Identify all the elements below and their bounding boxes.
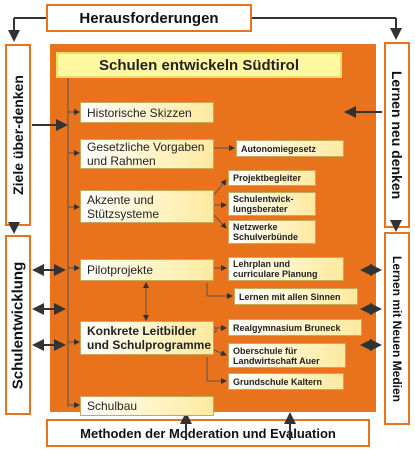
item-label: Schulbau [87, 399, 138, 413]
subitem-realgymnasium: Realgymnasium Bruneck [228, 319, 362, 336]
frame-right-neue-medien: Lernen mit Neuen Medien [384, 232, 410, 425]
frame-bottom-methoden: Methoden der Moderation und Evaluation [46, 419, 370, 447]
item-label: Historische Skizzen [87, 105, 192, 120]
subitem-schulentwicklungsberater: Schulentwick- lungsberater [228, 192, 316, 216]
item-label: Konkrete Leitbilder und Schulprogramme [87, 324, 212, 352]
subitem-label: Grundschule Kaltern [233, 376, 323, 387]
subitem-projektbegleiter: Projektbegleiter [228, 170, 316, 186]
item-akzente-stuetzsysteme: Akzente und Stützsysteme [80, 190, 214, 223]
subitem-netzwerke: Netzwerke Schulverbünde [228, 220, 316, 244]
item-historische-skizzen: Historische Skizzen [80, 102, 214, 123]
item-konkrete-leitbilder: Konkrete Leitbilder und Schulprogramme [80, 321, 214, 355]
frame-top-herausforderungen: Herausforderungen [46, 4, 252, 32]
subitem-label: Autonomiegesetz [241, 143, 317, 154]
subitem-label: Oberschule für Landwirtschaft Auer [233, 345, 320, 366]
item-label: Akzente und Stützsysteme [87, 192, 160, 221]
frame-bottom-label: Methoden der Moderation und Evaluation [80, 425, 336, 441]
subitem-lehrplan: Lehrplan und curriculare Planung [228, 257, 344, 281]
frame-left-ziele: Ziele über-denken [5, 44, 31, 226]
subitem-label: Schulentwick- lungsberater [233, 194, 294, 214]
item-schulbau: Schulbau [80, 396, 214, 416]
subitem-autonomiegesetz: Autonomiegesetz [236, 140, 344, 157]
subitem-oberschule: Oberschule für Landwirtschaft Auer [228, 343, 346, 368]
frame-top-label: Herausforderungen [79, 9, 219, 27]
subitem-label: Projektbegleiter [233, 173, 302, 183]
diagram-title-text: Schulen entwickeln Südtirol [98, 56, 300, 74]
diagram-title: Schulen entwickeln Südtirol [56, 52, 342, 78]
item-pilotprojekte: Pilotprojekte [80, 259, 214, 281]
subitem-label: Lehrplan und curriculare Planung [233, 259, 318, 279]
item-gesetzliche-vorgaben: Gesetzliche Vorgaben und Rahmen [80, 139, 214, 169]
subitem-label: Netzwerke Schulverbünde [233, 222, 299, 242]
subitem-label: Lernen mit allen Sinnen [239, 291, 341, 302]
item-label: Gesetzliche Vorgaben und Rahmen [87, 140, 205, 168]
subitem-lernen-sinnen: Lernen mit allen Sinnen [234, 288, 358, 305]
item-label: Pilotprojekte [87, 263, 154, 277]
frame-left-schulentwicklung: Schulentwicklung [5, 235, 31, 415]
subitem-grundschule: Grundschule Kaltern [228, 373, 344, 390]
subitem-label: Realgymnasium Bruneck [233, 322, 341, 333]
